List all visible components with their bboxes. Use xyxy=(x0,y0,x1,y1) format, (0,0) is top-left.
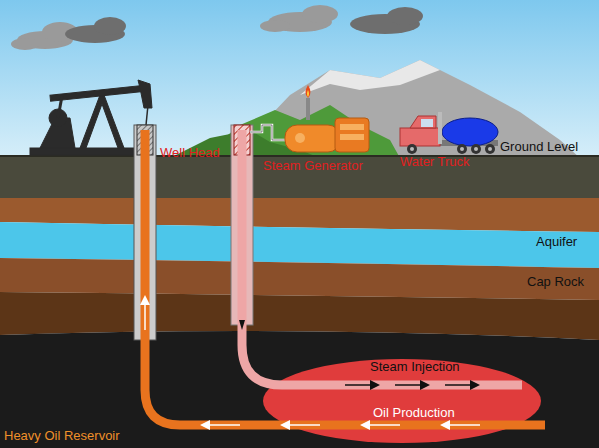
zone-label: Steam Injection xyxy=(370,359,460,374)
reservoir-zone: Steam InjectionOil Production xyxy=(262,358,542,444)
zone-label: Oil Production xyxy=(373,405,455,420)
layer-label: Heavy Oil Reservoir xyxy=(4,428,120,443)
layer-label: Aquifer xyxy=(536,234,577,249)
layer-label: Cap Rock xyxy=(527,274,584,289)
part-label: Water Truck xyxy=(400,154,470,169)
layer-label: Ground Level xyxy=(500,139,578,154)
part-label: Steam Generator xyxy=(263,158,363,173)
part-label: Well Head xyxy=(160,145,220,160)
